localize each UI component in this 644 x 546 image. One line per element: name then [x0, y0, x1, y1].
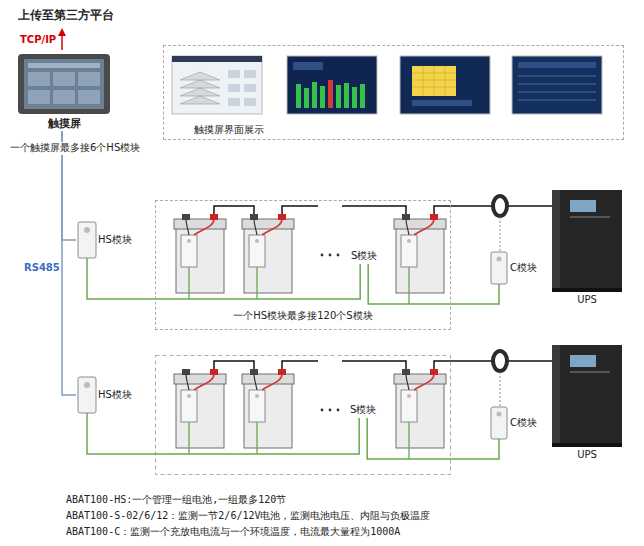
node-text: UPS	[548, 449, 626, 460]
s-module: S模块	[349, 248, 379, 264]
spec-note: ABAT100-HS:一个管理一组电池,一组最多120节	[66, 494, 286, 507]
screenshot	[287, 56, 377, 114]
spec-note: ABAT100-C：监测一个充放电电流与一个环境温度，电流最大量程为1000A	[66, 526, 400, 539]
ups: UPS	[548, 343, 626, 460]
node-text: 触摸屏	[14, 116, 114, 131]
connector	[62, 131, 76, 395]
node-text: S模块	[350, 403, 376, 417]
node-text: UPS	[548, 294, 626, 305]
c-module: C模块	[489, 407, 537, 439]
node-text: 一个HS模块最多接120个S模块	[156, 309, 450, 323]
s-module: S模块	[348, 402, 378, 418]
note: 一个触摸屏最多接6个HS模块	[8, 142, 142, 155]
hs-module: HS模块	[76, 377, 132, 413]
node-text: 触摸屏界面展示	[194, 123, 264, 137]
screenshot	[512, 56, 602, 114]
node-text: HS模块	[98, 222, 132, 258]
node-text: C模块	[510, 407, 537, 439]
connector	[87, 413, 359, 454]
touchscreen-device	[18, 54, 110, 114]
spec-note: ABAT100-S-02/6/12：监测一节2/6/12V电池，监测电池电压、内…	[66, 510, 431, 523]
connector	[367, 418, 499, 459]
node-text: S模块	[351, 249, 377, 263]
group-outline	[156, 356, 451, 475]
battery-string	[78, 345, 622, 459]
bus-label: RS485	[24, 262, 60, 275]
touchscreen: 触摸屏	[14, 52, 114, 131]
node-text: C模块	[510, 252, 537, 284]
battery-string	[78, 190, 622, 304]
upload-title: 上传至第三方平台	[18, 8, 114, 23]
ups: UPS	[548, 188, 626, 305]
connector	[87, 258, 360, 299]
c-module: C模块	[489, 252, 537, 284]
connector	[368, 264, 499, 304]
screenshot	[400, 56, 490, 114]
screenshot	[172, 56, 262, 114]
node-text: HS模块	[98, 377, 132, 413]
hs-module: HS模块	[76, 222, 132, 258]
screenshot-panel: 触摸屏界面展示	[163, 45, 624, 140]
battery-group: 一个HS模块最多接120个S模块 S模块	[155, 200, 451, 330]
protocol-label: TCP/IP	[20, 34, 56, 47]
upload-arrow	[58, 28, 66, 50]
